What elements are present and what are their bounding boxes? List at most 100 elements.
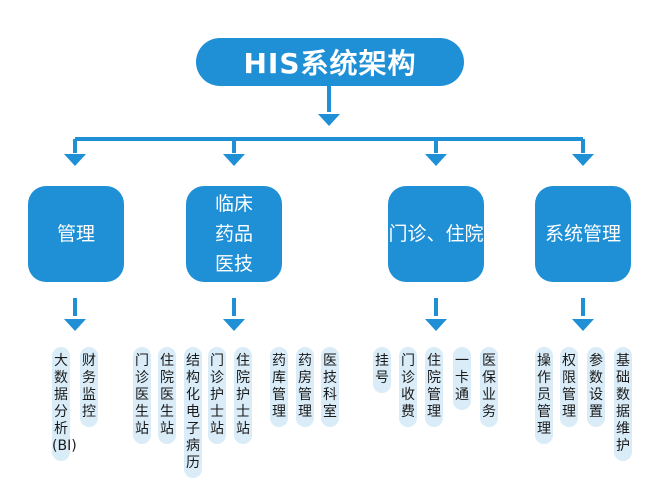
leaf-module: 药房管理	[296, 347, 314, 427]
category-clinical-pharmacy-medtech: 临床 药品 医技	[186, 186, 282, 282]
leaf-char: 维	[616, 421, 630, 437]
leaf-char: 数	[616, 387, 630, 403]
leaf-char: 院	[236, 370, 250, 386]
leaf-char: 卡	[455, 370, 469, 386]
leaf-char: 诊	[135, 370, 149, 386]
leaf-char: 库	[272, 370, 286, 386]
leaf-char: 挂	[375, 353, 389, 369]
leaf-char: 站	[210, 421, 224, 437]
leaf-char: 住	[427, 353, 441, 369]
leaf-char: 参	[589, 353, 603, 369]
leaf-char: 门	[135, 353, 149, 369]
leaf-char: 士	[210, 404, 224, 420]
leaf-char: 院	[427, 370, 441, 386]
leaf-char: 住	[236, 353, 250, 369]
leaf-module: 权限管理	[560, 347, 578, 427]
leaf-char: 住	[160, 353, 174, 369]
arrow-down-icon	[425, 154, 447, 166]
leaf-char: 站	[236, 421, 250, 437]
leaf-module: 大数据分析(BI)	[52, 347, 77, 461]
arrow-down-icon	[223, 154, 245, 166]
leaf-char: 病	[186, 438, 200, 454]
leaf-char: 士	[236, 404, 250, 420]
leaf-char: 础	[616, 370, 630, 386]
leaf-char: 理	[272, 404, 286, 420]
leaf-char: 站	[160, 421, 174, 437]
leaf-char: 收	[401, 387, 415, 403]
leaf-module: 住院护士站	[234, 347, 252, 444]
leaf-char: 基	[616, 353, 630, 369]
leaf-char: 构	[186, 370, 200, 386]
leaf-char: 护	[236, 387, 250, 403]
leaf-module: 门诊收费	[399, 347, 417, 427]
leaf-char: 医	[323, 353, 337, 369]
leaf-char: 理	[298, 404, 312, 420]
leaf-char: 操	[537, 353, 551, 369]
leaf-char: 化	[186, 387, 200, 403]
leaf-char: 析	[54, 421, 68, 437]
leaf-char: 理	[427, 404, 441, 420]
category-outpatient-inpatient: 门诊、住院	[388, 186, 484, 282]
leaf-char: 据	[54, 387, 68, 403]
leaf-char: 门	[210, 353, 224, 369]
leaf-char: 院	[160, 370, 174, 386]
leaf-char: 管	[272, 387, 286, 403]
leaf-char: 大	[54, 353, 68, 369]
leaf-char: 房	[298, 370, 312, 386]
leaf-char: 分	[54, 404, 68, 420]
leaf-char: 药	[272, 353, 286, 369]
leaf-char: 务	[82, 370, 96, 386]
leaf-char: 技	[323, 370, 337, 386]
leaf-char: 通	[455, 387, 469, 403]
leaf-char: 控	[82, 404, 96, 420]
leaf-module: 挂号	[373, 347, 391, 393]
leaf-char: 权	[562, 353, 576, 369]
leaf-char: 管	[427, 387, 441, 403]
leaf-char: 据	[616, 404, 630, 420]
leaf-char: 业	[482, 387, 496, 403]
category-system-management: 系统管理	[535, 186, 631, 282]
leaf-char: 数	[589, 370, 603, 386]
arrow-down-icon	[64, 154, 86, 166]
leaf-char: 历	[186, 455, 200, 471]
category-label: 临床	[214, 193, 253, 215]
leaf-char: 号	[375, 370, 389, 386]
leaf-module: 操作员管理	[535, 347, 553, 444]
leaf-module: 住院医生站	[158, 347, 176, 444]
leaf-char: 医	[482, 353, 496, 369]
leaf-module: 住院管理	[425, 347, 443, 427]
leaf-char: 理	[537, 421, 551, 437]
leaf-char: 诊	[401, 370, 415, 386]
leaf-module: 基础数据维护	[614, 347, 632, 461]
leaf-char: 理	[562, 404, 576, 420]
leaf-module: 药库管理	[270, 347, 288, 427]
category-label: 系统管理	[544, 223, 621, 245]
leaf-char: 员	[537, 387, 551, 403]
leaf-char: (BI)	[52, 438, 77, 454]
leaf-char: 护	[616, 438, 630, 454]
leaf-char: 管	[298, 387, 312, 403]
category-label: 管理	[56, 223, 95, 245]
leaf-module: 财务监控	[80, 347, 98, 427]
leaf-char: 设	[589, 387, 603, 403]
leaf-char: 医	[135, 387, 149, 403]
leaf-char: 医	[160, 387, 174, 403]
leaf-module: 门诊医生站	[133, 347, 151, 444]
leaf-char: 门	[401, 353, 415, 369]
arrow-down-icon	[318, 114, 340, 126]
leaf-char: 管	[537, 404, 551, 420]
arrow-down-icon	[572, 154, 594, 166]
leaf-char: 电	[186, 404, 200, 420]
arrow-down-icon	[223, 319, 245, 331]
leaf-char: 监	[82, 387, 96, 403]
leaf-char: 室	[323, 404, 337, 420]
leaf-char: 作	[537, 370, 551, 386]
leaf-char: 务	[482, 404, 496, 420]
category-label: 药品	[214, 223, 253, 245]
leaf-module: 一卡通	[453, 347, 471, 410]
leaf-char: 生	[160, 404, 174, 420]
leaf-module: 医保业务	[480, 347, 498, 427]
leaf-char: 费	[401, 404, 415, 420]
category-management: 管理	[28, 186, 124, 282]
category-label: 医技	[214, 253, 253, 275]
